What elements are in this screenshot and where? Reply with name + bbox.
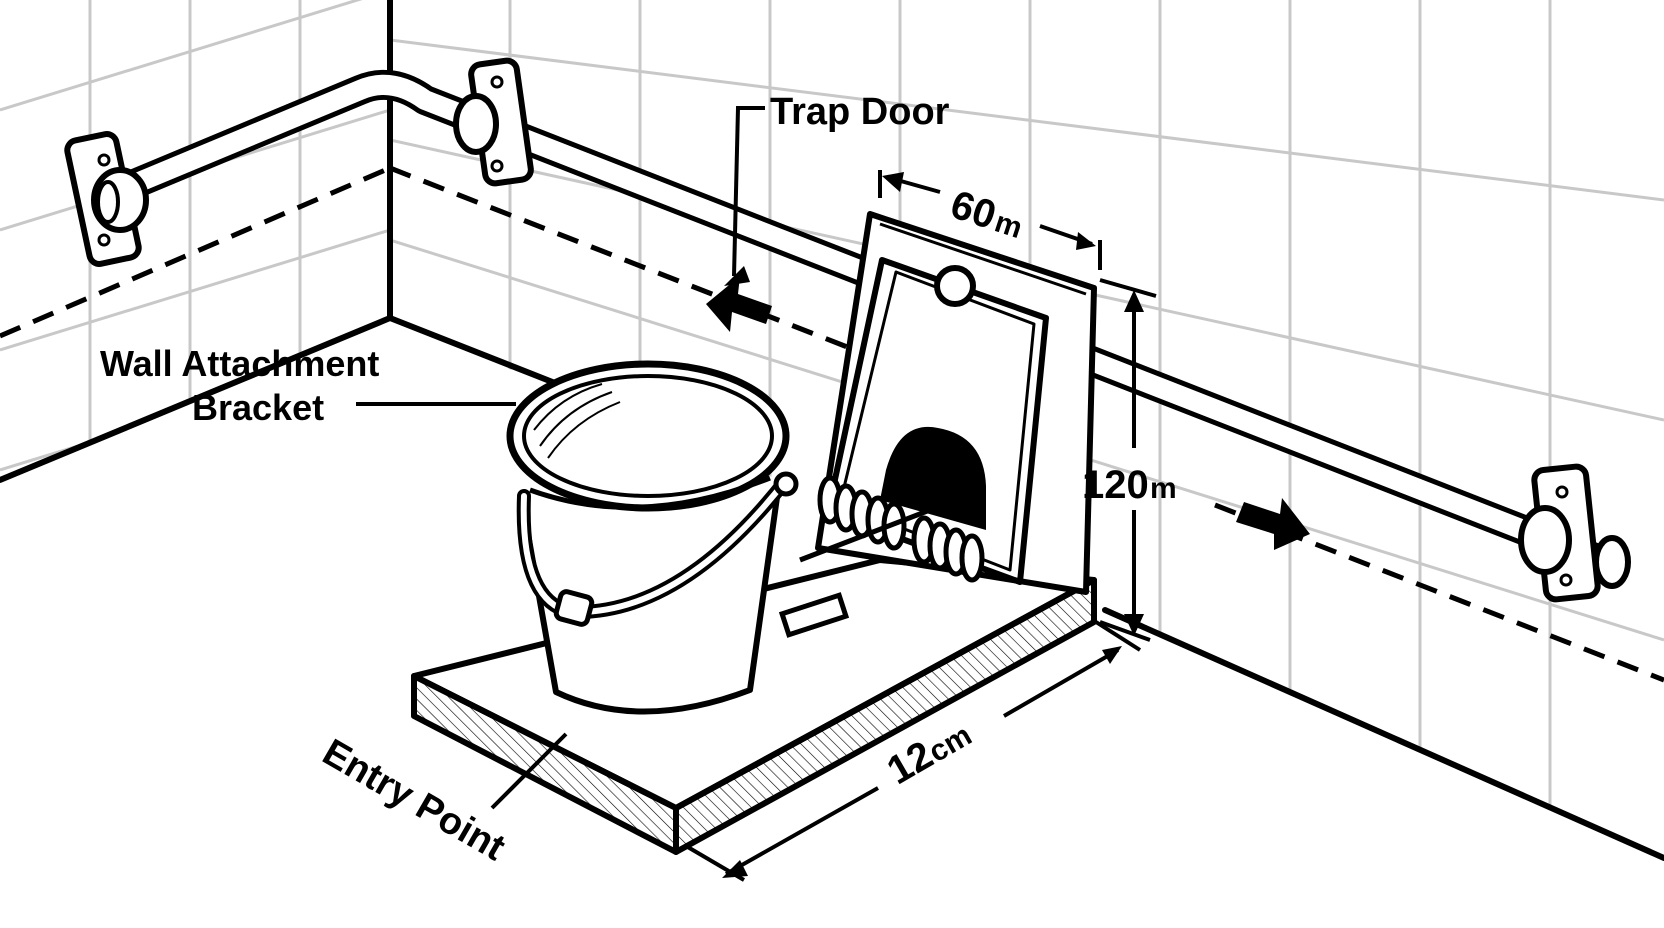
base-board — [411, 557, 1097, 855]
height-unit: m — [1150, 472, 1177, 505]
dimension-height — [1099, 278, 1157, 642]
wall-bracket-right — [1518, 463, 1631, 603]
left-direction-arrow — [706, 276, 772, 332]
leader-lines — [356, 106, 765, 810]
height-arrow-bottom — [1124, 614, 1144, 636]
wall-bracket-middle — [453, 57, 534, 187]
height-arrow-top — [1124, 290, 1144, 312]
wall-bracket-label-line1: Wall Attachment — [100, 343, 379, 384]
bucket — [506, 360, 799, 715]
wall-bracket-left — [64, 131, 149, 267]
trap-door-panel — [815, 211, 1097, 595]
height-dimension-label: 120 m — [1082, 463, 1177, 507]
spring-coil — [778, 475, 985, 638]
wall-rail — [105, 69, 1615, 575]
right-direction-arrow — [1236, 498, 1310, 550]
base-arrow-left — [722, 860, 748, 878]
trap-door-arrow-tip — [724, 266, 750, 286]
height-value: 120 — [1082, 463, 1149, 507]
wall-bracket-label-line2: Bracket — [192, 387, 324, 428]
base-arrow-right — [1102, 646, 1122, 664]
width-arrow-right — [1076, 232, 1096, 250]
trap-door-label: Trap Door — [770, 91, 950, 133]
room-edges — [0, 0, 1664, 861]
width-arrow-left — [882, 172, 904, 192]
width-top-dimension-label: 60 m — [945, 182, 1026, 245]
